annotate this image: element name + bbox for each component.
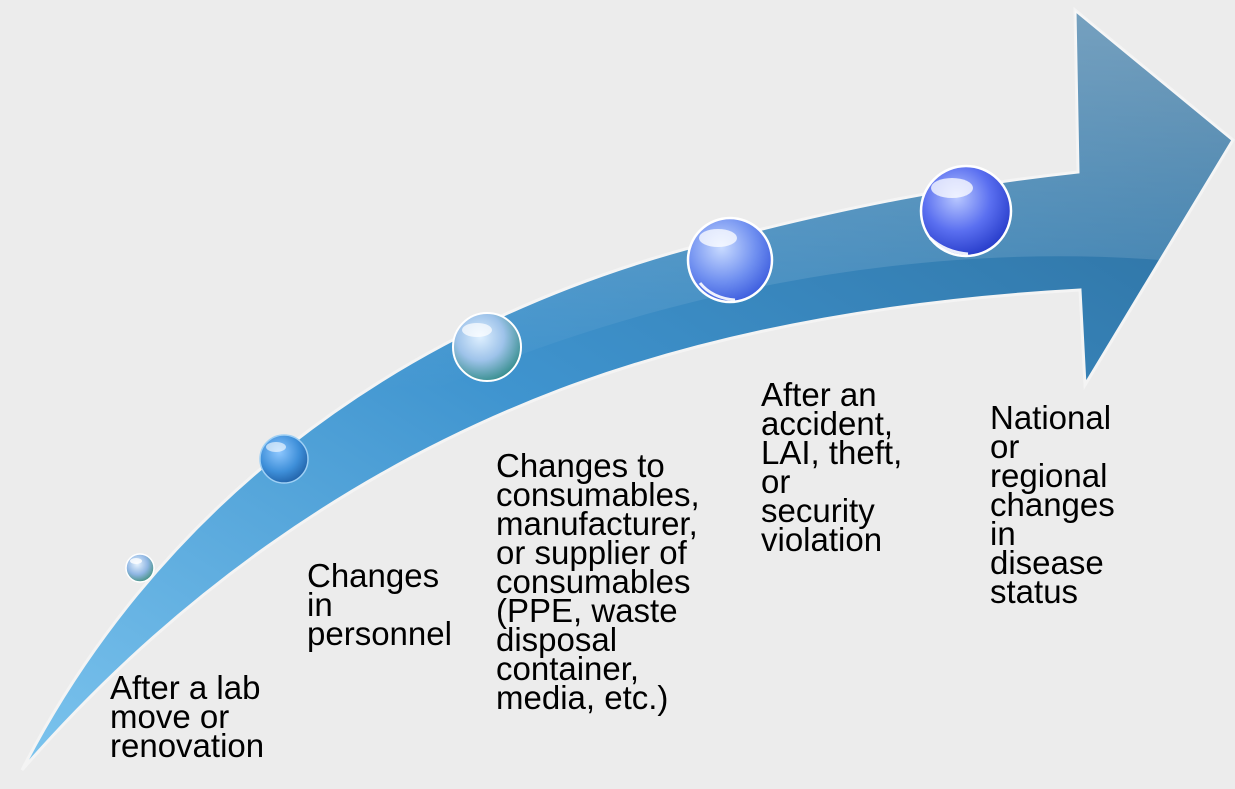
step-3-line: consumables — [496, 563, 691, 600]
milestone-bubble-1 — [125, 553, 155, 583]
milestone-bubble-2 — [259, 434, 309, 484]
milestone-bubble-3 — [452, 312, 522, 382]
step-5-line: regional — [990, 457, 1108, 494]
step-label-5: National or regional changes in disease … — [990, 399, 1115, 610]
step-label-1: After a lab move or renovation — [110, 669, 265, 764]
step-4-line: accident, — [761, 405, 894, 442]
step-4-line: security — [761, 492, 875, 529]
step-1-line: After a lab — [110, 669, 261, 706]
step-4-line: violation — [761, 521, 883, 558]
step-1-line: move or — [110, 698, 230, 735]
step-3-line: media, etc.) — [496, 679, 669, 716]
step-5-line: or — [990, 428, 1020, 465]
milestone-bubble-5 — [919, 164, 1013, 258]
step-2-line: in — [307, 586, 333, 623]
step-2-line: Changes — [307, 557, 440, 594]
step-4-line: LAI, theft, — [761, 434, 903, 471]
step-3-line: consumables, — [496, 476, 700, 513]
step-4-line: After an — [761, 376, 877, 413]
step-5-line: changes — [990, 486, 1115, 523]
milestone-bubble-4 — [686, 216, 774, 304]
step-2-line: personnel — [307, 615, 452, 652]
step-label-3: Changes to consumables, manufacturer, or… — [496, 447, 700, 716]
step-label-2: Changes in personnel — [307, 557, 452, 652]
step-3-line: disposal — [496, 621, 618, 658]
step-3-line: manufacturer, — [496, 505, 698, 542]
step-label-4: After an accident, LAI, theft, or securi… — [761, 376, 903, 558]
step-3-line: Changes to — [496, 447, 665, 484]
step-3-line: container, — [496, 650, 640, 687]
step-5-line: status — [990, 573, 1079, 610]
step-5-line: disease — [990, 544, 1104, 581]
step-5-line: in — [990, 515, 1016, 552]
step-3-line: (PPE, waste — [496, 592, 678, 629]
step-5-line: National — [990, 399, 1112, 436]
step-4-line: or — [761, 463, 791, 500]
step-3-line: or supplier of — [496, 534, 687, 571]
step-1-line: renovation — [110, 727, 265, 764]
